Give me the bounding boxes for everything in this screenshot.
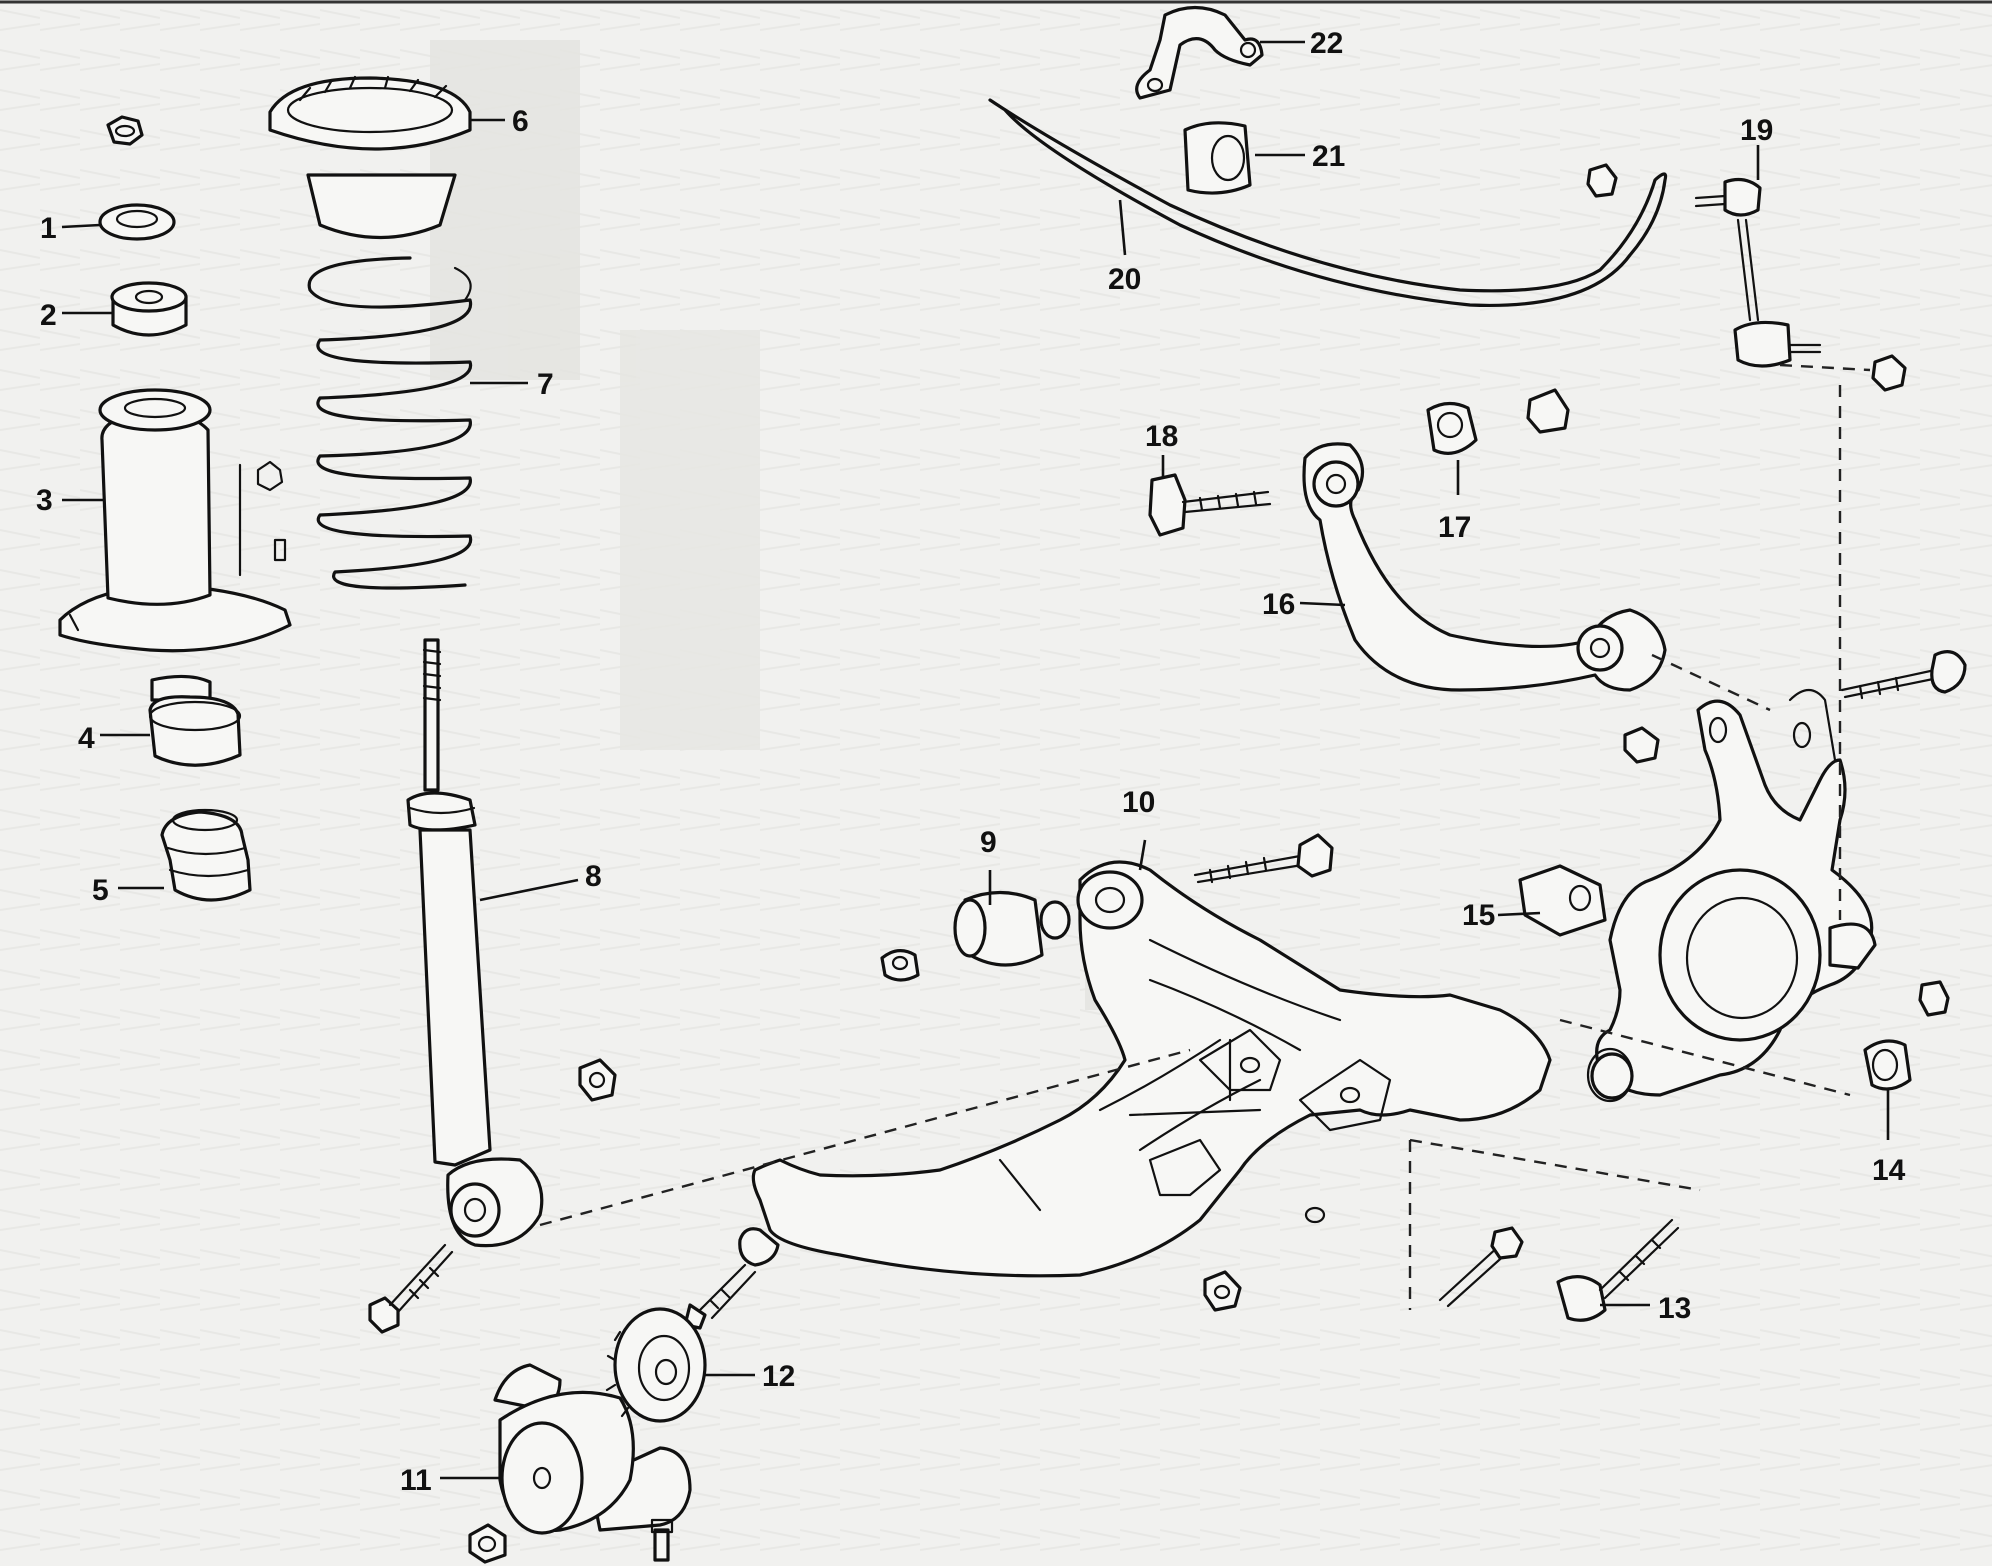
part-13-bolts [1438,1218,1680,1322]
label-3: 3 [36,484,53,517]
part-9-bushing [880,890,1071,982]
part-2-bushing [110,281,188,337]
part-4-bump-stop [148,674,242,767]
label-13: 13 [1658,1292,1691,1325]
part-1-nut-washer [98,115,176,241]
label-6: 6 [512,105,529,138]
leader-lines [61,40,1890,1480]
part-8-shock-absorber [406,638,544,1248]
label-18: 18 [1145,420,1178,453]
knuckle-bolt [1623,650,1967,764]
loose-nuts [578,1058,1242,1312]
label-5: 5 [92,874,109,907]
label-16: 16 [1262,588,1295,621]
part-12-bushing [605,1307,707,1423]
part-18-bolt [1148,473,1272,537]
part-10-control-arm [683,860,1552,1330]
label-15: 15 [1462,899,1495,932]
part-14-bushing [1863,980,1950,1091]
control-arm-bolt [1193,833,1334,884]
label-14: 14 [1872,1154,1906,1187]
part-17-bushing [1426,388,1570,455]
label-8: 8 [585,860,602,893]
part-22-bar-bracket [1135,5,1264,100]
part-5-bump-boot [160,808,252,902]
label-10: 10 [1122,786,1155,819]
label-11: 11 [400,1464,432,1497]
part-16-upper-arm [1302,442,1667,692]
part-7-coil-spring [307,256,473,590]
assembly-lines [539,363,1871,1310]
label-7: 7 [537,368,554,401]
label-19: 19 [1740,114,1773,147]
label-9: 9 [980,826,997,859]
part-20-stabilizer-bar [988,98,1668,308]
label-20: 20 [1108,263,1141,296]
shock-bolt [368,1243,454,1334]
label-1: 1 [40,212,57,245]
callout-labels: 1 2 3 4 5 6 7 8 9 10 11 12 13 14 15 16 1… [36,27,1906,1497]
label-17: 17 [1438,511,1471,544]
part-3-strut-mount [58,388,292,653]
label-21: 21 [1312,140,1345,173]
part-19-stabilizer-link [1586,163,1907,392]
part-11-bushing-bracket [468,1363,692,1564]
label-2: 2 [40,299,57,332]
label-4: 4 [78,722,95,755]
label-12: 12 [762,1360,795,1393]
part-15-knuckle [1518,688,1877,1103]
part-21-bar-bushing [1183,121,1252,195]
label-22: 22 [1310,27,1343,60]
part-6-spring-seat [268,75,472,240]
